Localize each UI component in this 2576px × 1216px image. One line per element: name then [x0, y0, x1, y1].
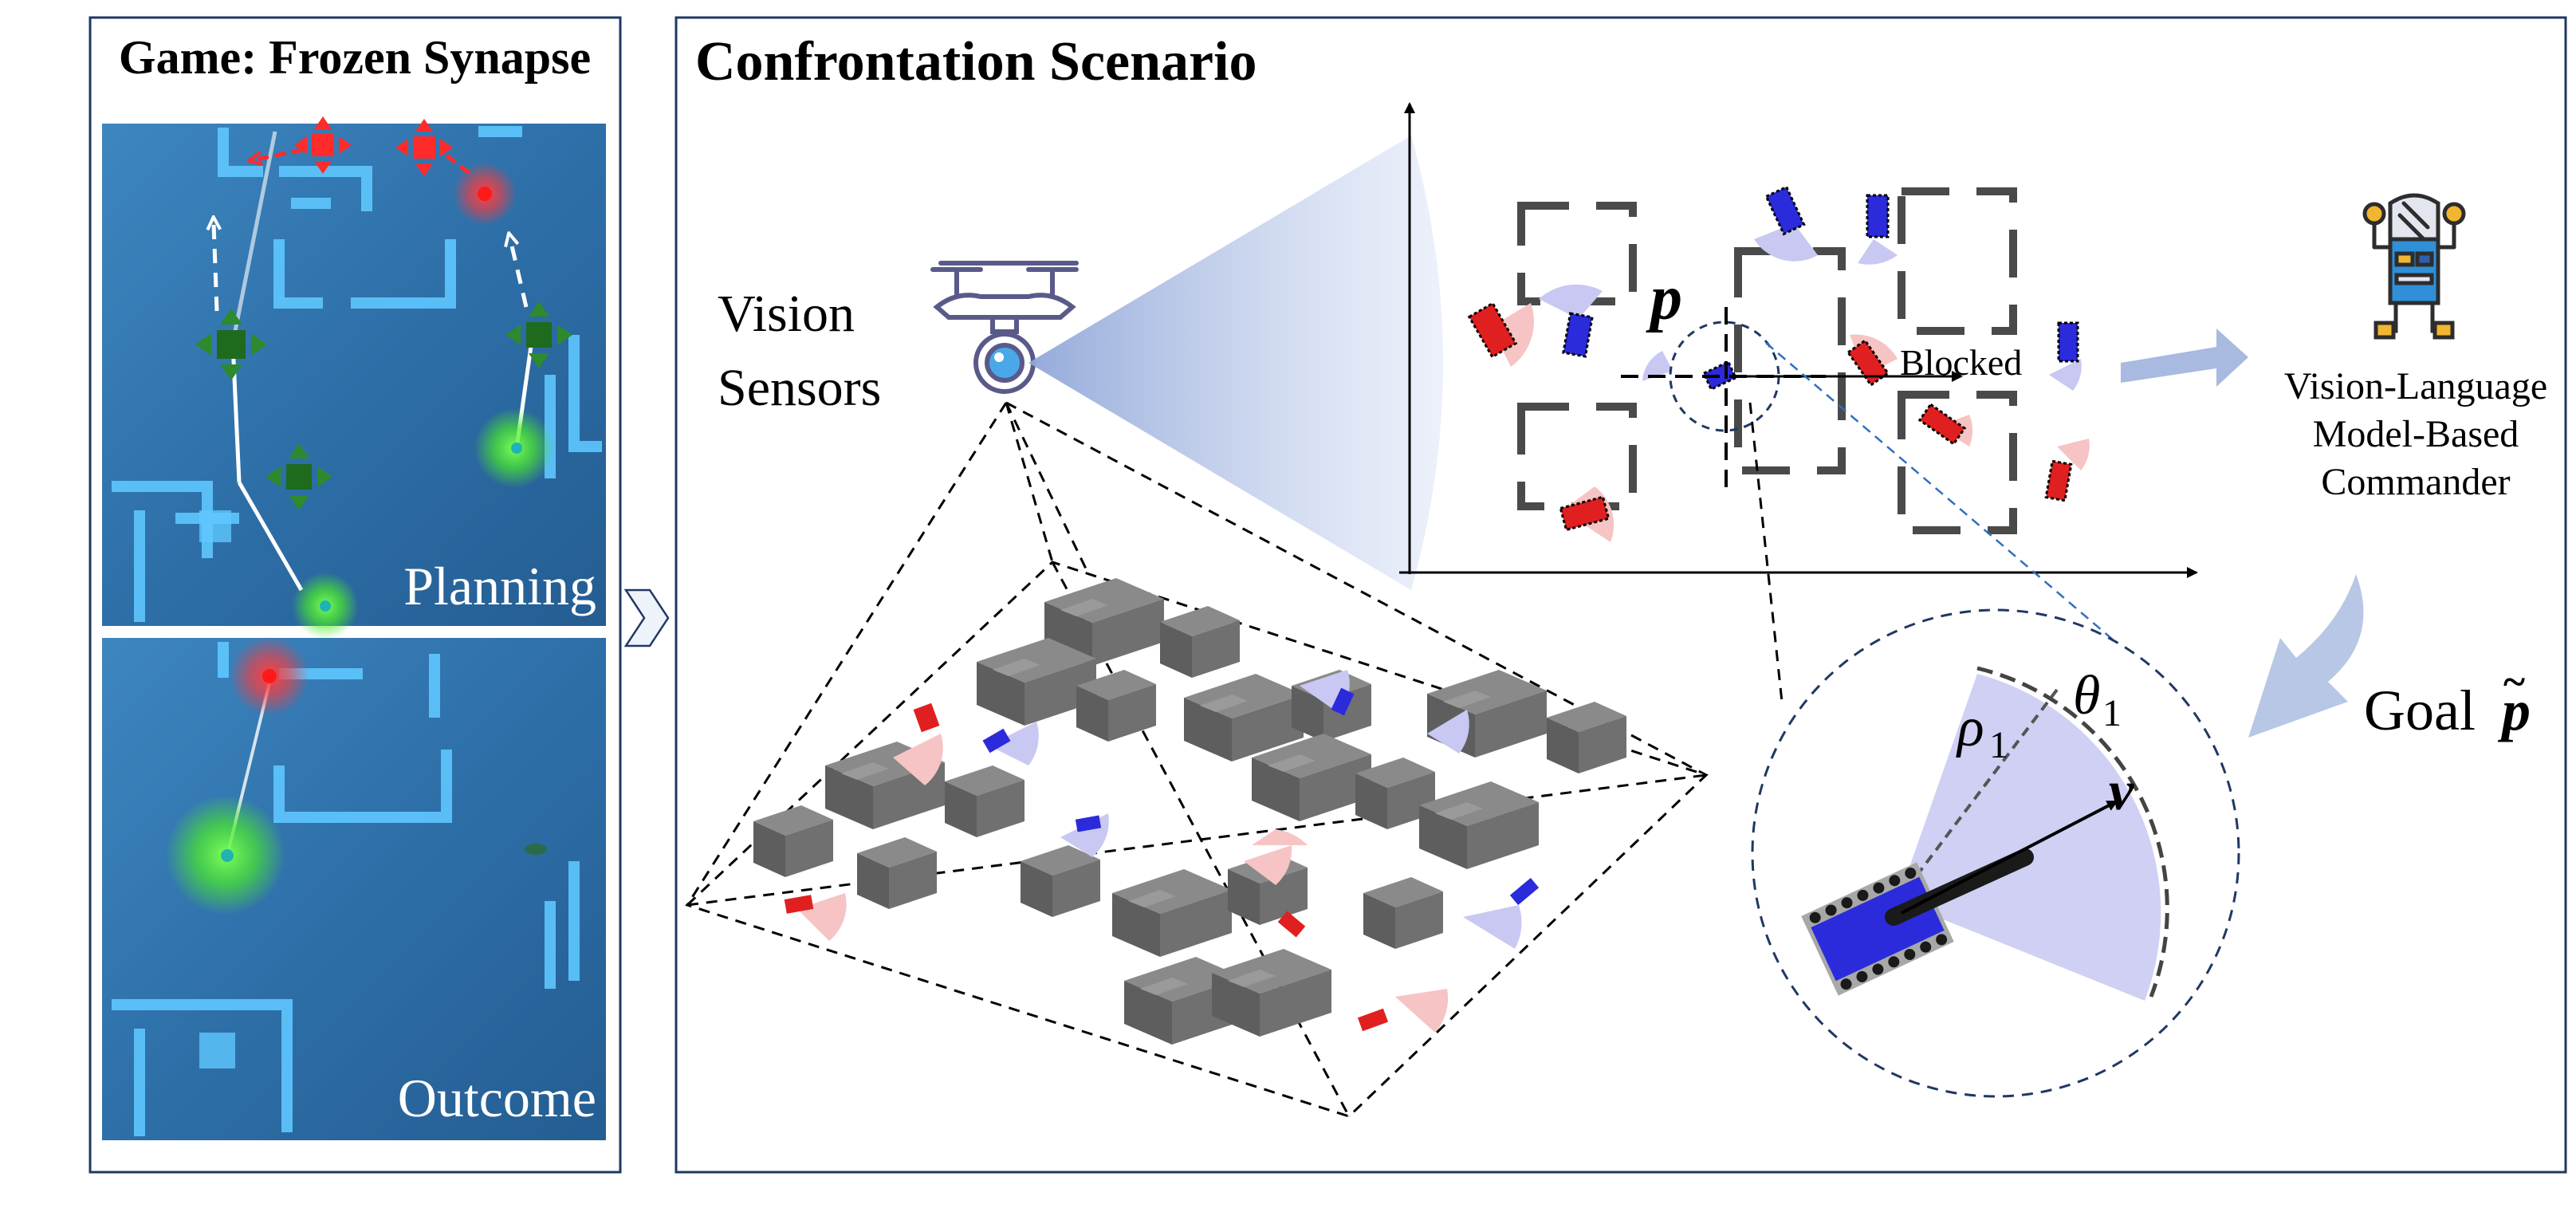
outcome-label: Outcome: [398, 1068, 596, 1128]
player-unit-icon: [195, 309, 267, 380]
selected-unit: [1621, 307, 1963, 490]
map-units: [1467, 185, 2090, 542]
left-panel-border: [88, 16, 622, 1174]
outcome-game-image: Outcome: [102, 636, 606, 1140]
blocked-label: Blocked: [1900, 342, 2022, 383]
player-unit-icon: [505, 301, 572, 368]
robot-icon: [2362, 193, 2466, 340]
zoom-detail-circle: [1751, 608, 2240, 1098]
theta-symbol: θ: [2073, 665, 2100, 726]
rho-symbol: ρ: [1956, 697, 1984, 758]
enemy-unit-icon: [294, 116, 352, 174]
right-panel-border: [674, 16, 2567, 1174]
player-unit-icon: [265, 443, 332, 510]
planning-game-image: Planning: [102, 116, 606, 639]
ground-units: [784, 670, 1540, 1033]
velocity-symbol: v: [2109, 761, 2134, 822]
position-symbol: p: [1646, 263, 1682, 333]
commander-label-line1: Vision-Language: [2284, 365, 2547, 407]
chevron-right-icon: [623, 588, 670, 647]
rho-subscript: 1: [1989, 724, 2008, 766]
planning-label: Planning: [403, 556, 596, 616]
theta-subscript: 1: [2102, 692, 2122, 734]
goal-symbol: p: [2497, 679, 2531, 742]
goal-tilde: ~: [2503, 659, 2525, 705]
enemy-unit-icon: [395, 119, 453, 176]
commander-label-line2: Model-Based: [2313, 413, 2519, 455]
vision-beam: [1028, 136, 1443, 590]
sensor-label-line1: Vision: [718, 285, 855, 343]
right-panel-title: Confrontation Scenario: [695, 31, 1257, 92]
map-axes: [1399, 102, 2198, 578]
zoom-line-left: [1748, 402, 1784, 702]
commander-arrow: [2121, 329, 2248, 387]
drone-icon: [930, 261, 1079, 394]
sensor-label-line2: Sensors: [718, 359, 881, 417]
goal-arrow: [2248, 574, 2364, 738]
commander-label-line3: Commander: [2321, 461, 2510, 503]
goal-label: Goal: [2364, 679, 2476, 742]
left-panel-title: Game: Frozen Synapse: [119, 31, 591, 84]
